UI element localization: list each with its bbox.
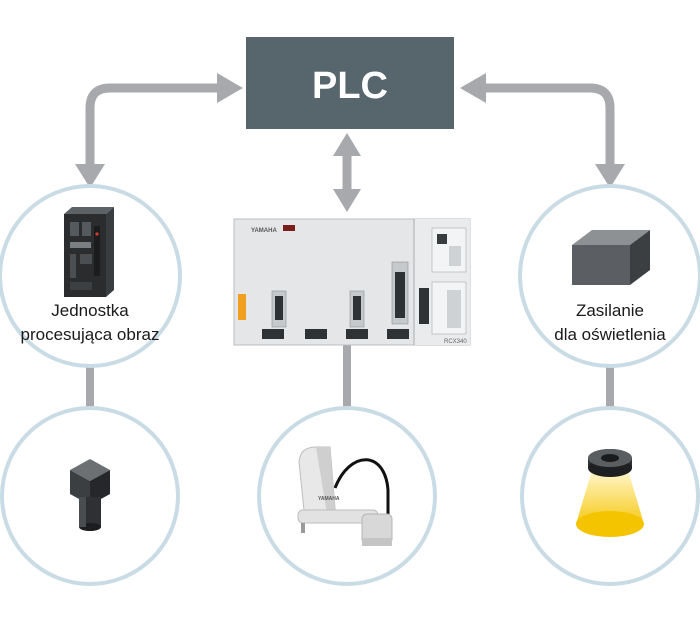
arrowhead-to-plc-left — [217, 73, 243, 103]
arrowhead-to-lighting — [595, 164, 625, 188]
connector-plc-image-unit — [85, 83, 225, 172]
controller-brand: YAMAHA — [251, 228, 277, 234]
image-processing-unit-icon — [64, 207, 114, 297]
lighting-label-line2: dla oświetlenia — [554, 325, 666, 344]
link-image-unit-camera — [86, 366, 94, 410]
robot-controller-icon: YAMAHA RCX340 — [233, 218, 471, 346]
scara-robot-icon: YAMAHA — [297, 446, 393, 546]
ring-light-icon — [576, 449, 644, 537]
circle-robot — [257, 406, 437, 586]
connector-plc-lighting — [478, 83, 615, 172]
controller-model: RCX340 — [444, 339, 467, 345]
arrowhead-to-plc-right — [460, 73, 486, 103]
robot-brand: YAMAHA — [318, 496, 340, 502]
lighting-power-supply-icon — [572, 230, 650, 285]
plc-box: PLC — [246, 37, 454, 129]
lighting-label-line1: Zasilanie — [576, 301, 644, 320]
image-unit-label-line2: procesująca obraz — [21, 325, 160, 344]
image-unit-label-line1: Jednostka — [51, 301, 129, 320]
connector-plc-controller — [333, 133, 361, 212]
link-lighting-light — [606, 366, 614, 410]
arrowhead-to-image-unit — [75, 164, 105, 188]
link-controller-robot — [343, 345, 351, 410]
camera-icon — [70, 459, 110, 531]
plc-label: PLC — [312, 65, 388, 107]
